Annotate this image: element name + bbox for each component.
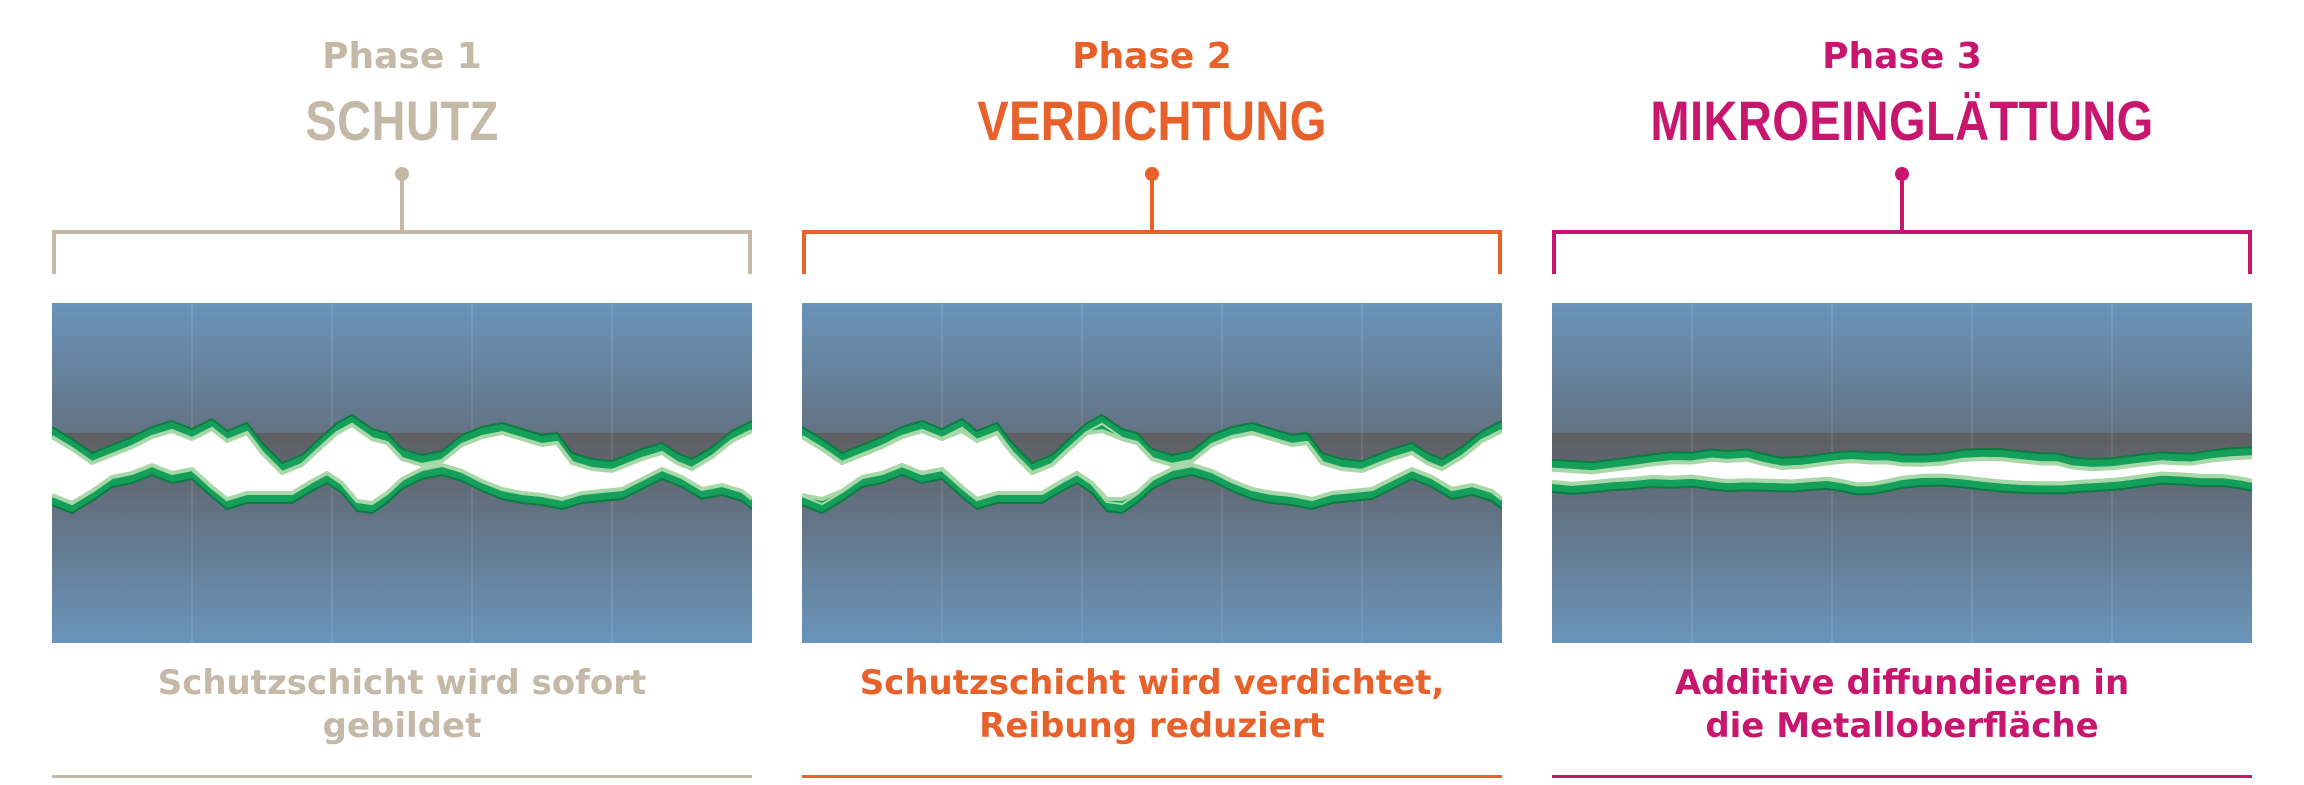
friction-surface-panel xyxy=(802,303,1502,643)
friction-surface-panel xyxy=(1552,303,2252,643)
phase-1: Phase 1 SCHUTZ Schutzschicht wird sofort… xyxy=(52,0,752,785)
phase-title: VERDICHTUNG xyxy=(977,89,1327,152)
upper-layer-edge xyxy=(52,413,752,465)
caption-line-1: Schutzschicht wird verdichtet, xyxy=(859,663,1445,703)
phase-2: Phase 2 VERDICHTUNG Schutzschicht wird v… xyxy=(802,0,1502,785)
caption-line-1: Additive diffundieren in xyxy=(1674,663,2130,703)
friction-surface-panel xyxy=(52,303,752,643)
phase-bracket xyxy=(52,167,752,274)
caption-line-2: gebildet xyxy=(322,706,482,746)
bracket-bar xyxy=(802,230,1502,274)
phase-caption: Additive diffundieren in die Metalloberf… xyxy=(1552,662,2252,748)
upper-densified-highlight xyxy=(802,428,1502,476)
phase-underline xyxy=(1552,775,2252,778)
bracket-bar xyxy=(52,230,752,274)
upper-protective-layer xyxy=(52,415,752,473)
caption-line-2: die Metalloberfläche xyxy=(1705,706,2099,746)
upper-layer-edge xyxy=(1552,446,2252,464)
phase-title: SCHUTZ xyxy=(305,89,499,152)
phase-underline xyxy=(52,775,752,778)
upper-densified-highlight xyxy=(1552,455,2252,475)
upper-layer-edge xyxy=(802,413,1502,465)
phase-label: Phase 3 xyxy=(1822,36,1982,77)
phase-underline xyxy=(802,775,1502,778)
lower-layer-edge xyxy=(802,473,1502,515)
upper-layer-highlight xyxy=(52,422,752,476)
lower-densified-highlight xyxy=(1552,471,2252,487)
lower-layer-edge xyxy=(52,473,752,515)
phase-caption: Schutzschicht wird verdichtet, Reibung r… xyxy=(802,662,1502,748)
lower-protective-layer xyxy=(1552,473,2252,495)
phase-caption: Schutzschicht wird sofort gebildet xyxy=(52,662,752,748)
phase-label: Phase 2 xyxy=(1072,36,1232,77)
phase-bracket xyxy=(1552,167,2252,274)
bracket-bar xyxy=(1552,230,2252,274)
caption-line-2: Reibung reduziert xyxy=(979,706,1325,746)
upper-protective-layer xyxy=(802,415,1502,473)
caption-line-1: Schutzschicht wird sofort xyxy=(157,663,647,703)
phase-label: Phase 1 xyxy=(322,36,482,77)
phase-title: MIKROEINGLÄTTUNG xyxy=(1650,89,2154,152)
phase-bracket xyxy=(802,167,1502,274)
phase-3: Phase 3 MIKROEINGLÄTTUNG Additive diffun… xyxy=(1552,0,2252,785)
lower-layer-highlight xyxy=(52,462,752,506)
lower-layer-edge xyxy=(1552,482,2252,496)
lower-densified-highlight xyxy=(802,462,1502,502)
